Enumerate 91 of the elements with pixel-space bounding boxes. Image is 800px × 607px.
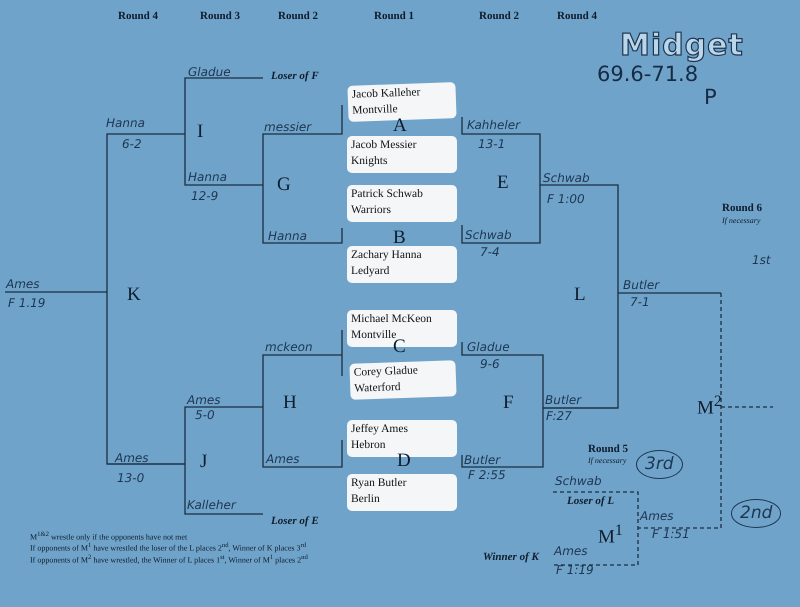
round-heading: Round 5 — [588, 443, 628, 456]
handwritten-entry: F 1:00 — [547, 193, 585, 206]
handwritten-entry: Kalleher — [187, 499, 236, 512]
handwritten-note: P — [704, 86, 717, 110]
match-letter: L — [574, 285, 586, 306]
handwritten-entry: Ames — [187, 394, 221, 408]
match-letter: A — [393, 116, 407, 137]
round-heading: Round 4 — [557, 10, 598, 22]
wrestler-text: Ryan Butler — [351, 476, 408, 491]
handwritten-entry: 9-6 — [480, 358, 500, 372]
handwritten-entry: mckeon — [265, 341, 313, 354]
match-letter: M$^{1}$ — [598, 522, 623, 548]
wrestler-text: Jacob Kalleher — [351, 85, 422, 103]
note-text: If necessary — [722, 217, 760, 226]
handwritten-entry: Hanna — [106, 117, 145, 130]
handwritten-entry: 13-1 — [478, 138, 506, 152]
wrestler-card — [347, 474, 457, 511]
circled-placing: 2nd — [731, 499, 782, 528]
wrestler-text: Jeffey Ames — [351, 422, 409, 437]
wrestler-text: Montville — [351, 328, 396, 341]
wrestler-text: Berlin — [351, 492, 381, 507]
wrestler-card — [347, 185, 457, 222]
handwritten-entry: Ames — [115, 452, 149, 466]
handwritten-entry: Schwab — [465, 229, 512, 242]
circled-placing: 3rd — [636, 450, 683, 479]
match-letter: E — [497, 173, 509, 194]
handwritten-entry: 5-0 — [195, 409, 215, 422]
handwritten-entry: Gladue — [188, 66, 231, 80]
handwritten-entry: 7-4 — [480, 246, 500, 260]
handwritten-entry: 13-0 — [117, 472, 144, 486]
wrestler-text: Jacob Messier — [351, 138, 418, 153]
handwritten-entry: 6-2 — [122, 138, 142, 152]
handwritten-entry: Ames — [266, 453, 300, 466]
handwritten-entry: Schwab — [555, 475, 602, 488]
wrestler-card — [347, 136, 457, 173]
match-letter: B — [393, 228, 406, 249]
handwritten-entry: F 1.19 — [8, 297, 46, 310]
rule-note: If opponents of M$^{1}$ have wrestled the loser of the L places 2$^{nd}$, Winner of K places 3$^{rd}$ — [30, 542, 306, 554]
match-letter: G — [277, 175, 291, 196]
handwritten-entry: 7-1 — [630, 296, 650, 310]
wrestler-card — [349, 360, 457, 400]
rule-note: M$^{1&2}$ wrestle only if the opponents have not met — [30, 531, 188, 542]
wrestler-text: Michael McKeon — [351, 312, 433, 327]
handwritten-entry: F:27 — [546, 410, 572, 424]
wrestler-text: Knights — [351, 154, 388, 169]
round-heading: Round 6 — [722, 202, 762, 214]
handwritten-entry: Ames — [640, 510, 674, 524]
handwritten-entry: Ames — [554, 545, 588, 558]
handwritten-entry: Hanna — [188, 171, 227, 184]
title: Midget — [620, 28, 744, 63]
match-letter: I — [197, 122, 204, 143]
handwritten-entry: Butler — [545, 394, 582, 408]
handwritten-entry: Kahheler — [467, 119, 520, 132]
wrestler-text: Corey Gladue — [353, 363, 420, 381]
match-letter: H — [283, 393, 297, 414]
rule-note: If opponents of M$^{2}$ have wrestled, the Winner of L places 1$^{st}$, Winner of M$^{1}$ places 2$^{nd}$ — [30, 554, 308, 566]
handwritten-entry: Hanna — [268, 230, 307, 244]
handwritten-entry: F 1:51 — [652, 528, 690, 542]
slot-label: Loser of E — [271, 515, 319, 528]
round-heading: Round 4 — [118, 10, 158, 22]
wrestler-text: Patrick Schwab — [351, 187, 424, 202]
wrestler-card — [347, 246, 457, 283]
slot-label: Loser of F — [271, 70, 319, 82]
slot-label: Winner of K — [483, 551, 539, 564]
handwritten-entry: Ames — [6, 278, 40, 292]
handwritten-note: 69.6-71.8 — [597, 63, 698, 86]
handwritten-entry: 1st — [752, 254, 771, 268]
match-letter: J — [200, 452, 208, 473]
round-heading: Round 2 — [278, 10, 318, 22]
wrestler-text: Montville — [352, 102, 399, 118]
round-heading: Round 3 — [200, 10, 240, 22]
handwritten-entry: 12-9 — [191, 190, 218, 204]
handwritten-entry: Butler — [464, 454, 500, 468]
wrestler-text: Hebron — [351, 438, 386, 453]
wrestler-text: Zachary Hanna — [351, 248, 423, 263]
wrestler-text: Ledyard — [351, 264, 390, 279]
round-heading: Round 1 — [374, 10, 414, 22]
note-text: If necessary — [588, 457, 626, 466]
round-heading: Round 2 — [479, 10, 520, 22]
handwritten-entry: F 1:19 — [556, 564, 594, 578]
handwritten-entry: F 2:55 — [468, 469, 506, 482]
handwritten-entry: Schwab — [543, 172, 590, 186]
handwritten-entry: Gladue — [467, 341, 510, 354]
slot-label: Loser of L — [567, 495, 614, 508]
wrestler-text: Waterford — [354, 380, 402, 396]
wrestler-text: Warriors — [351, 202, 392, 218]
handwritten-entry: messier — [264, 121, 312, 134]
match-letter: K — [127, 285, 141, 306]
match-letter: F — [503, 393, 514, 414]
handwritten-entry: Butler — [623, 279, 660, 292]
match-letter: M$^{2}$ — [697, 393, 722, 420]
